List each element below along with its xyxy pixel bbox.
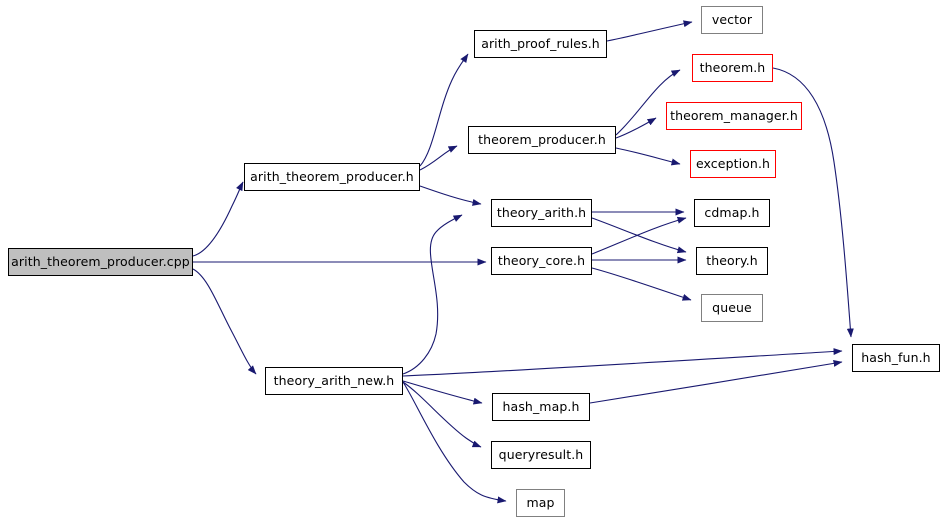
graph-node-theorem_h[interactable]: theorem.h [692,54,773,82]
graph-edge-theory_core_h-to-cdmap_h [591,216,687,255]
graph-node-label: queue [712,299,752,315]
graph-edge-arith_theorem_producer_h-to-arith_proof_rules_h [419,53,469,167]
graph-node-theory_arith_h[interactable]: theory_arith.h [491,199,592,227]
graph-node-map[interactable]: map [516,489,565,517]
graph-node-label: theory_arith.h [496,204,587,220]
graph-edge-arith_theorem_producer_cpp-to-theory_arith_new_h [192,268,257,375]
graph-node-label: hash_map.h [502,398,580,414]
graph-node-label: theory_core.h [497,252,586,268]
graph-node-hash_map_h[interactable]: hash_map.h [492,393,590,421]
graph-node-label: theorem_manager.h [670,107,798,123]
graph-node-vector[interactable]: vector [701,6,763,34]
graph-edge-arith_theorem_producer_h-to-theorem_producer_h [419,145,458,171]
graph-node-label: theorem_producer.h [478,131,606,147]
graph-edge-theory_arith_new_h-to-queryresult_h [402,381,482,448]
graph-edge-arith_proof_rules_h-to-vector [606,20,693,42]
graph-node-label: theory.h [706,252,758,268]
graph-node-label: arith_proof_rules.h [481,35,600,51]
graph-node-queryresult_h[interactable]: queryresult.h [491,441,591,469]
graph-edge-theorem_h-to-hash_fun_h [772,67,854,338]
graph-node-label: cdmap.h [704,204,760,220]
graph-node-label: theorem.h [699,59,766,75]
graph-edge-arith_theorem_producer_cpp-to-arith_theorem_producer_h [192,181,244,257]
graph-edge-theory_arith_h-to-theory_h [591,217,687,254]
graph-node-theory_core_h[interactable]: theory_core.h [491,247,592,275]
graph-node-exception_h[interactable]: exception.h [690,150,776,178]
graph-node-arith_proof_rules_h[interactable]: arith_proof_rules.h [474,30,607,58]
graph-node-label: theory_arith_new.h [273,372,395,388]
graph-edge-theorem_producer_h-to-exception_h [615,147,681,166]
graph-node-label: arith_theorem_producer.cpp [11,253,190,269]
graph-node-label: exception.h [695,155,771,171]
graph-node-label: queryresult.h [498,446,584,462]
graph-node-label: vector [711,11,753,27]
graph-node-theorem_producer_h[interactable]: theorem_producer.h [468,126,616,154]
graph-edge-theory_arith_new_h-to-theory_arith_h [402,214,463,375]
graph-edge-theory_arith_new_h-to-hash_map_h [402,380,483,405]
graph-edge-theorem_producer_h-to-theorem_h [615,69,681,136]
graph-node-theory_arith_new_h[interactable]: theory_arith_new.h [265,367,403,395]
graph-edge-theory_core_h-to-queue [591,267,692,301]
graph-node-label: arith_theorem_producer.h [250,168,414,184]
graph-node-arith_theorem_producer_h[interactable]: arith_theorem_producer.h [244,163,420,191]
graph-node-queue[interactable]: queue [701,294,763,322]
graph-edge-arith_theorem_producer_h-to-theory_arith_h [419,185,482,206]
graph-node-theorem_manager_h[interactable]: theorem_manager.h [666,102,802,130]
graph-node-cdmap_h[interactable]: cdmap.h [694,199,770,227]
graph-node-theory_h[interactable]: theory.h [696,247,768,275]
graph-node-label: map [526,494,555,510]
graph-node-hash_fun_h[interactable]: hash_fun.h [852,344,940,372]
graph-edge-theory_arith_new_h-to-map [402,381,507,504]
graph-edge-theorem_producer_h-to-theorem_manager_h [615,117,657,139]
graph-edge-hash_map_h-to-hash_fun_h [589,359,843,404]
graph-node-arith_theorem_producer_cpp[interactable]: arith_theorem_producer.cpp [8,248,193,276]
graph-node-label: hash_fun.h [861,349,931,365]
graph-edge-theory_arith_new_h-to-hash_fun_h [402,348,843,377]
